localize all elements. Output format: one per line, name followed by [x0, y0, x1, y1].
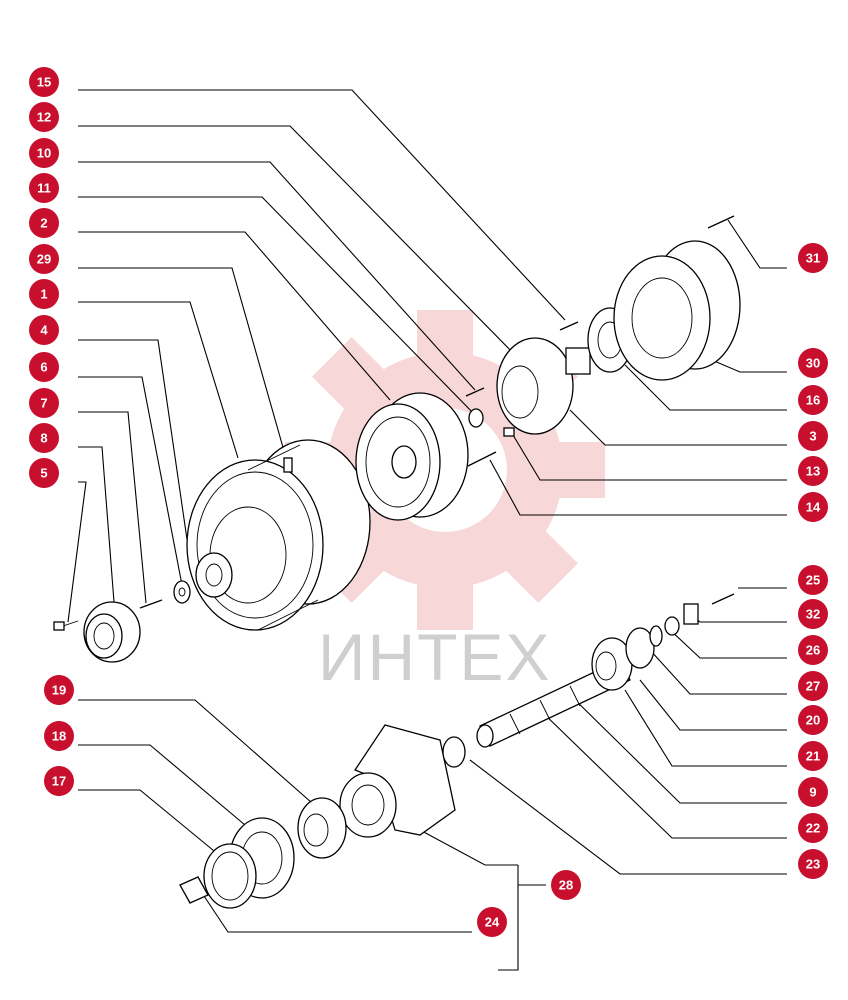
callout-badge-29: [29, 244, 59, 274]
callout-badge-5: [29, 458, 59, 488]
callout-number-24: 24: [485, 915, 500, 930]
callout-badge-31: [798, 243, 828, 273]
callout-badge-15: [29, 67, 59, 97]
callout-number-23: 23: [806, 857, 820, 872]
callout-number-4: 4: [40, 323, 48, 338]
part-hub-small: [53, 601, 141, 663]
callout-number-30: 30: [806, 356, 820, 371]
callout-number-29: 29: [37, 252, 51, 267]
callout-number-32: 32: [806, 607, 820, 622]
callout-badge-14: [798, 492, 828, 522]
callout-badge-19: [44, 675, 74, 705]
callout-badge-17: [44, 766, 74, 796]
callout-badge-27: [798, 671, 828, 701]
part-carrier-housing: [339, 724, 466, 838]
callout-number-7: 7: [40, 396, 47, 411]
callout-badge-21: [798, 741, 828, 771]
callout-badge-9: [798, 777, 828, 807]
callout-number-18: 18: [52, 729, 66, 744]
callout-number-22: 22: [806, 821, 820, 836]
callout-number-25: 25: [806, 573, 820, 588]
callout-number-8: 8: [40, 431, 47, 446]
callout-badge-6: [29, 352, 59, 382]
callout-number-9: 9: [809, 785, 816, 800]
callout-badge-2: [29, 208, 59, 238]
callout-badges: 1512101122914678531301631314253226272021…: [29, 67, 828, 937]
part-bolt-washer: [139, 580, 191, 609]
callout-badge-13: [798, 456, 828, 486]
callout-number-11: 11: [37, 181, 51, 196]
callout-badge-30: [798, 348, 828, 378]
callout-number-6: 6: [40, 360, 47, 375]
callout-number-3: 3: [809, 429, 816, 444]
part-bearing-roller: [297, 797, 347, 859]
callout-badge-25: [798, 565, 828, 595]
callout-badge-20: [798, 705, 828, 735]
callout-badge-8: [29, 423, 59, 453]
watermark-text: ИНТЕХ: [318, 620, 551, 694]
callout-number-13: 13: [806, 464, 820, 479]
part-housing: [613, 215, 741, 381]
callout-badge-28: [551, 870, 581, 900]
callout-badge-12: [29, 102, 59, 132]
callout-number-21: 21: [806, 749, 820, 764]
callout-number-20: 20: [806, 713, 820, 728]
part-drum-large: [186, 439, 371, 631]
callout-badge-16: [798, 385, 828, 415]
callout-badge-32: [798, 599, 828, 629]
callout-badge-4: [29, 315, 59, 345]
leader-lines: [67, 89, 787, 971]
callout-number-28: 28: [559, 878, 573, 893]
callout-number-5: 5: [40, 466, 47, 481]
part-flange-hub: [496, 321, 591, 435]
part-drawings: [53, 215, 741, 909]
callout-number-2: 2: [40, 216, 47, 231]
callout-number-10: 10: [37, 146, 51, 161]
callout-badge-3: [798, 421, 828, 451]
callout-number-1: 1: [40, 287, 47, 302]
callout-number-31: 31: [806, 251, 820, 266]
callout-number-12: 12: [37, 110, 51, 125]
callout-number-16: 16: [806, 393, 820, 408]
part-snap-rings: [625, 593, 735, 669]
callout-badge-26: [798, 635, 828, 665]
callout-badge-10: [29, 138, 59, 168]
callout-number-27: 27: [806, 679, 820, 694]
callout-number-19: 19: [52, 683, 66, 698]
callout-badge-11: [29, 173, 59, 203]
callout-badge-24: [477, 907, 507, 937]
callout-badge-22: [798, 813, 828, 843]
callout-number-15: 15: [37, 75, 51, 90]
callout-number-26: 26: [806, 643, 820, 658]
callout-badge-18: [44, 721, 74, 751]
callout-badge-1: [29, 279, 59, 309]
callout-number-14: 14: [806, 500, 821, 515]
part-gear: [179, 817, 295, 909]
part-small-pins: [465, 387, 515, 467]
part-shaft: [476, 659, 631, 748]
callout-number-17: 17: [52, 774, 66, 789]
part-disk-toothed: [355, 392, 469, 521]
callout-badge-7: [29, 388, 59, 418]
callout-badge-23: [798, 849, 828, 879]
